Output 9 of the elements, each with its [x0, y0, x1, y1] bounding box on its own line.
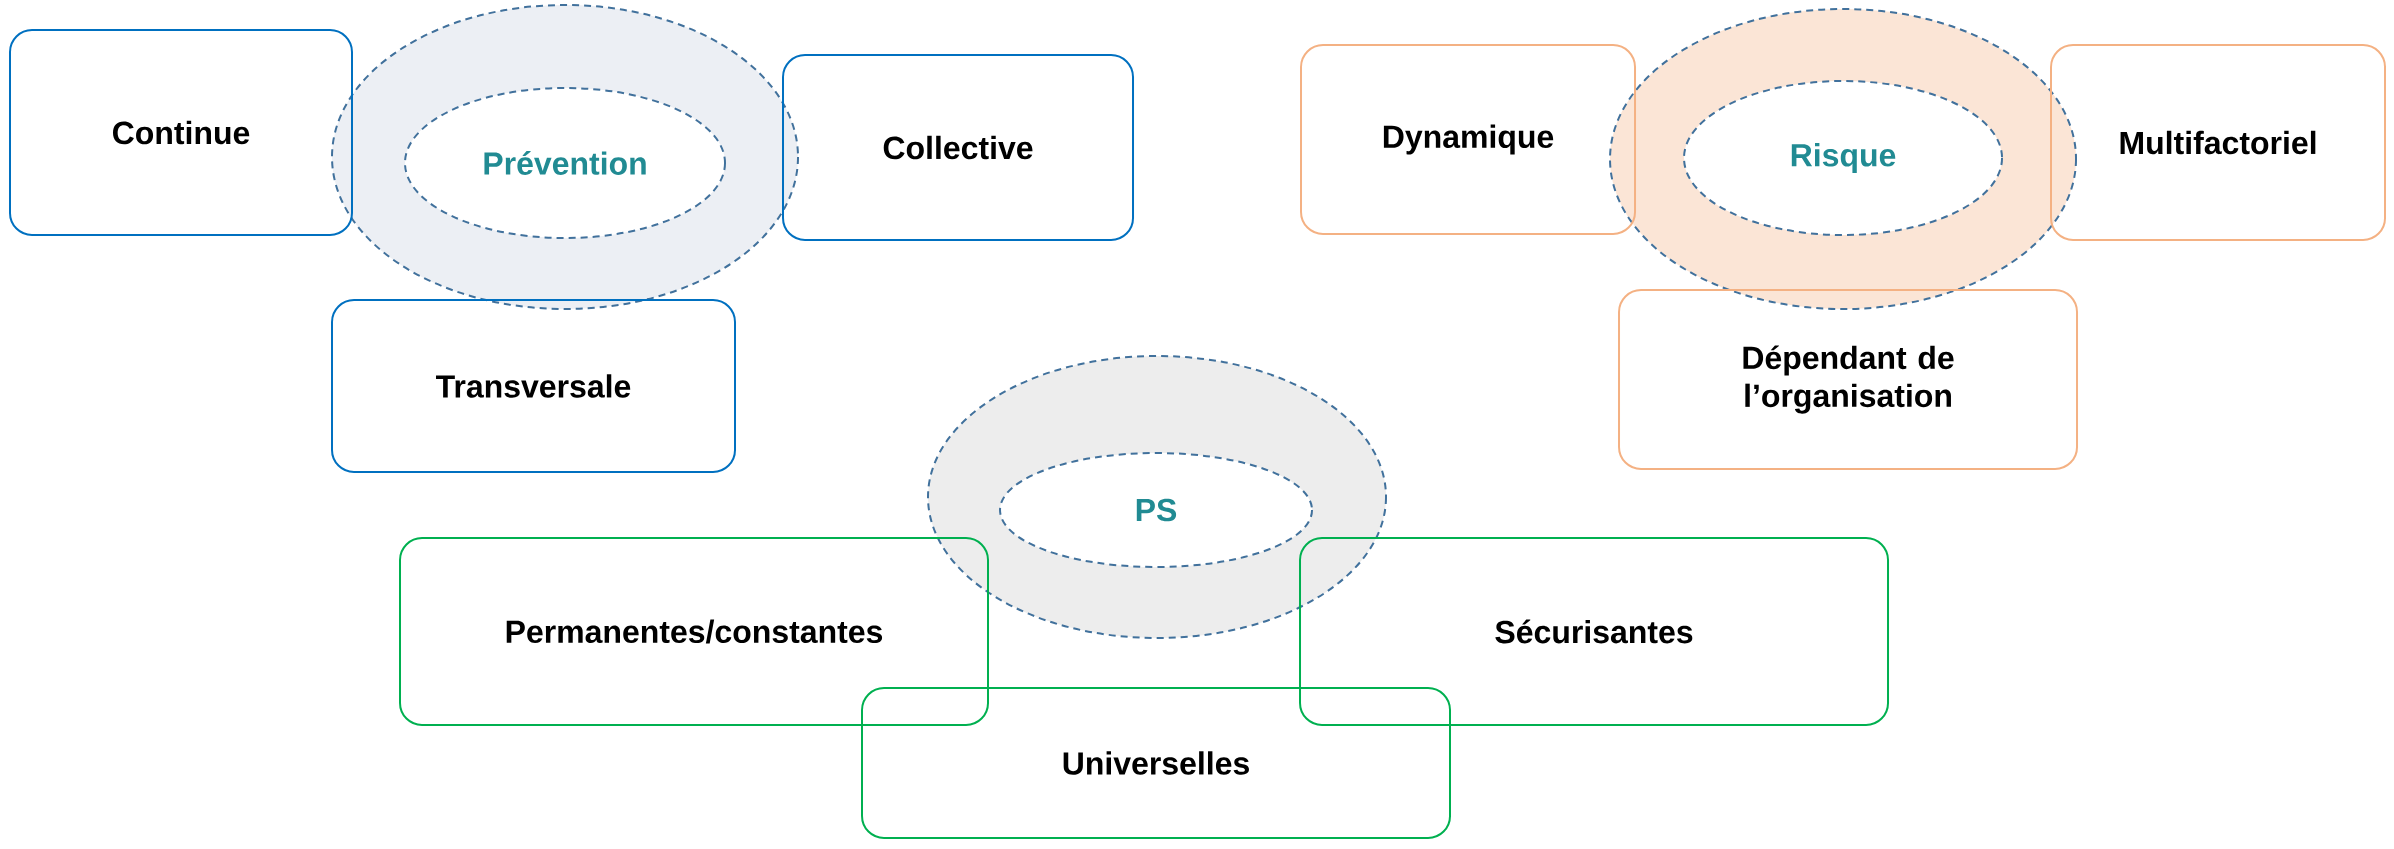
text-box: Collective	[782, 54, 1134, 241]
text-box: Universelles	[861, 687, 1451, 839]
text-box: Transversale	[331, 299, 736, 473]
text-box: Dynamique	[1300, 44, 1636, 235]
text-box: Sécurisantes	[1299, 537, 1889, 726]
text-box: Continue	[9, 29, 353, 236]
text-box: Multifactoriel	[2050, 44, 2387, 241]
text-box: Permanentes/constantes	[399, 537, 989, 726]
text-box: Dépendant de l’organisation	[1618, 289, 2078, 470]
